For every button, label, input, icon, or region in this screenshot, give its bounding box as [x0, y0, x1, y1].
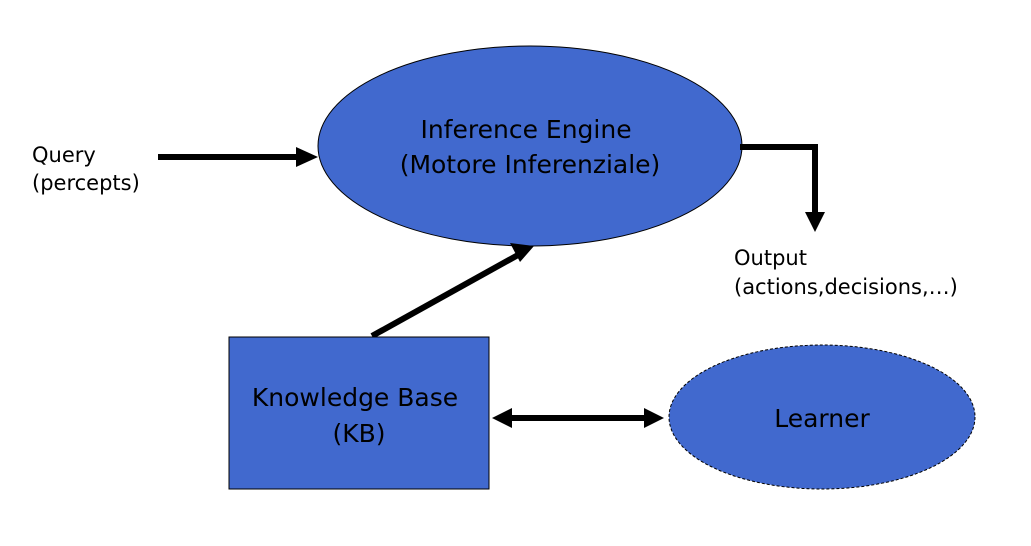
inference-engine-node: Inference Engine (Motore Inferenziale) [317, 45, 743, 247]
kb-to-engine-arrow [370, 243, 534, 339]
learner-node: Learner [668, 344, 976, 490]
knowledge-base-label: Knowledge Base (KB) [252, 383, 466, 448]
knowledge-base-title: Knowledge Base [252, 383, 458, 412]
output-label-line2: (actions,decisions,…) [734, 275, 958, 299]
inference-engine-subtitle: (Motore Inferenziale) [400, 150, 661, 179]
inference-engine-label: Inference Engine (Motore Inferenziale) [400, 115, 661, 179]
knowledge-base-subtitle: (KB) [332, 419, 385, 448]
learner-label: Learner [774, 404, 870, 433]
knowledge-base-node: Knowledge Base (KB) [228, 336, 490, 490]
query-label-line2: (percepts) [32, 171, 140, 195]
learner-ellipse [668, 344, 976, 490]
inference-engine-title: Inference Engine [420, 115, 631, 144]
kb-learner-arrow [492, 408, 664, 428]
inference-engine-ellipse [317, 45, 743, 247]
output-label: Output (actions,decisions,…) [734, 246, 958, 299]
query-label-line1: Query [32, 143, 96, 167]
output-arrow [740, 144, 825, 232]
query-label: Query (percepts) [32, 143, 140, 195]
output-label-line1: Output [734, 246, 807, 270]
query-arrow [158, 147, 318, 167]
knowledge-base-box [228, 336, 490, 490]
